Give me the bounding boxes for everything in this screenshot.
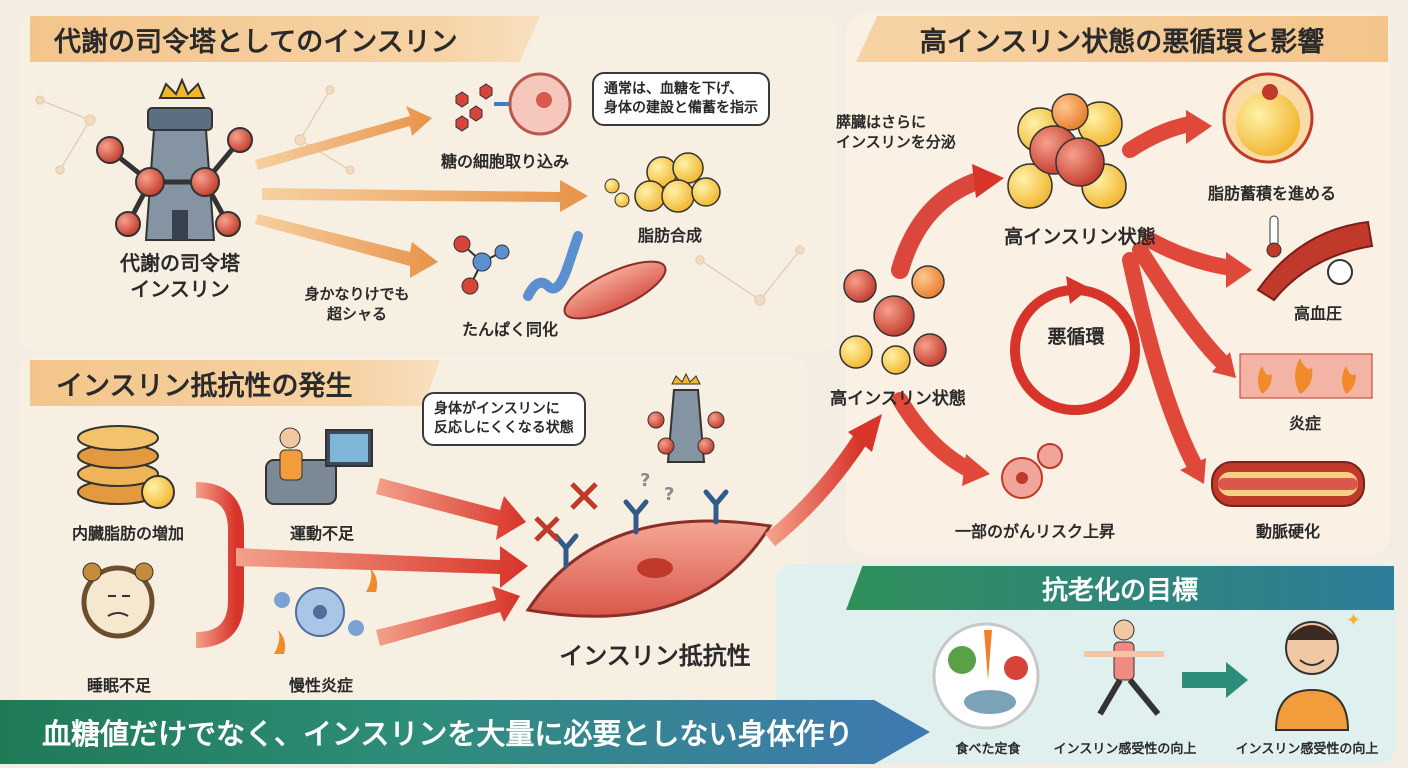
chronic-inflammation-icon (274, 568, 378, 654)
panel-title-resistance: インスリン抵抗性の発生 (30, 360, 440, 406)
blocked-x-icons (534, 482, 598, 542)
cause-lack-of-exercise: 運動不足 (289, 524, 354, 543)
pancreas-note-line-1: 膵臓はさらに (836, 113, 927, 131)
resistance-speech-line-2: 反応しにくくなる状態 (434, 419, 574, 436)
effect-cancer-risk: 一部のがんリスク上昇 (954, 522, 1115, 541)
resistance-speech-bubble: 身体がインスリンに 反応しにくくなる状態 (422, 392, 586, 446)
svg-text:✦: ✦ (1346, 610, 1361, 631)
sedentary-person-icon (265, 427, 373, 505)
meal-plate-icon (932, 622, 1040, 730)
muscle-cell-icon (525, 519, 773, 618)
output-protein-anabolism: たんぱく同化 (461, 320, 558, 339)
commander-arrows (255, 106, 588, 278)
speech-line-1: 通常は、血糖を下げ、 (604, 81, 744, 97)
tower-label-line1: 代謝の司令塔 (120, 251, 240, 275)
visceral-fat-icon (77, 425, 175, 509)
panel-title-commander: 代謝の司令塔としてのインスリン (30, 16, 540, 62)
cause-lack-of-sleep: 睡眠不足 (86, 676, 151, 695)
cause-visceral-fat: 内臓脂肪の増加 (71, 524, 184, 543)
goal-sensitivity-1: インスリン感受性の向上 (1053, 742, 1197, 757)
protein-molecule-icon (453, 231, 667, 320)
tower-label-line2: インスリン (130, 277, 230, 301)
causes-arrows (195, 478, 528, 648)
pancreas-note-line-2: インスリンを分泌 (836, 133, 956, 152)
panel-title-vicious-cycle: 高インスリン状態の悪循環と影響 (856, 16, 1388, 62)
high-insulin-cluster-left (839, 265, 947, 375)
blood-vessel-icon (1256, 215, 1374, 302)
speech-line-2: 身体の建設と備蓄を指示 (604, 99, 758, 116)
side-note: 身かなりけでも 超シャる (282, 284, 432, 325)
progress-arrow (1182, 662, 1248, 698)
artery-icon (1211, 461, 1365, 507)
output-sugar-uptake: 糖の細胞取り込み (440, 152, 569, 171)
exercise-person-icon (1084, 619, 1164, 716)
bottom-banner-text: 血糖値だけでなく、インスリンを大量に必要としない身体作り (42, 717, 854, 751)
receptor-icons (553, 489, 729, 569)
sugar-uptake-icon (455, 72, 572, 136)
panel-title-anti-aging: 抗老化の目標 (846, 566, 1394, 610)
bottom-banner: 血糖値だけでなく、インスリンを大量に必要としない身体作り (0, 700, 930, 764)
network-decoration (35, 85, 805, 306)
goal-sensitivity-2: インスリン感受性の向上 (1235, 742, 1379, 757)
high-insulin-cluster-top (1007, 93, 1127, 209)
cause-chronic-inflammation: 慢性炎症 (288, 676, 353, 695)
fat-cell-large-icon (1222, 72, 1314, 164)
svg-text:?: ? (640, 470, 650, 491)
effect-hypertension: 高血圧 (1293, 304, 1342, 323)
cycle-center-label: 悪循環 (1047, 326, 1105, 348)
alarm-clock-icon (81, 562, 155, 639)
tower-label: 代謝の司令塔 インスリン (100, 250, 260, 302)
side-note-line-2: 超シャる (326, 305, 387, 324)
svg-text:?: ? (664, 484, 674, 505)
resistance-speech-line-1: 身体がインスリンに (434, 401, 560, 417)
output-fat-synthesis: 脂肪合成 (637, 226, 702, 245)
effect-fat-accumulation: 脂肪蓄積を進める (1207, 184, 1336, 203)
insulin-tower-icon (96, 77, 253, 241)
resistance-to-cycle-arrow (765, 435, 867, 547)
state-label-left: 高インスリン状態 (830, 389, 966, 409)
healthy-person-icon: ✦ (1274, 610, 1361, 731)
cycle-arrows (891, 110, 1252, 486)
question-marks: ?? (640, 470, 674, 505)
small-tower-icon (647, 372, 725, 463)
inflammation-fire-icon (1239, 353, 1373, 399)
result-insulin-resistance: インスリン抵抗性 (559, 642, 751, 670)
effect-inflammation: 炎症 (1288, 414, 1321, 433)
cancer-cell-icon (1001, 443, 1063, 499)
pancreas-note: 膵臓はさらに インスリンを分泌 (836, 112, 996, 153)
state-label-top: 高インスリン状態 (1004, 226, 1156, 248)
commander-speech-bubble: 通常は、血糖を下げ、 身体の建設と備蓄を指示 (592, 72, 770, 126)
goal-meal: 食べた定食 (955, 742, 1021, 757)
effect-arteriosclerosis: 動脈硬化 (1255, 522, 1320, 541)
fat-cells-icon (604, 152, 721, 213)
side-note-line-1: 身かなりけでも (304, 285, 410, 303)
